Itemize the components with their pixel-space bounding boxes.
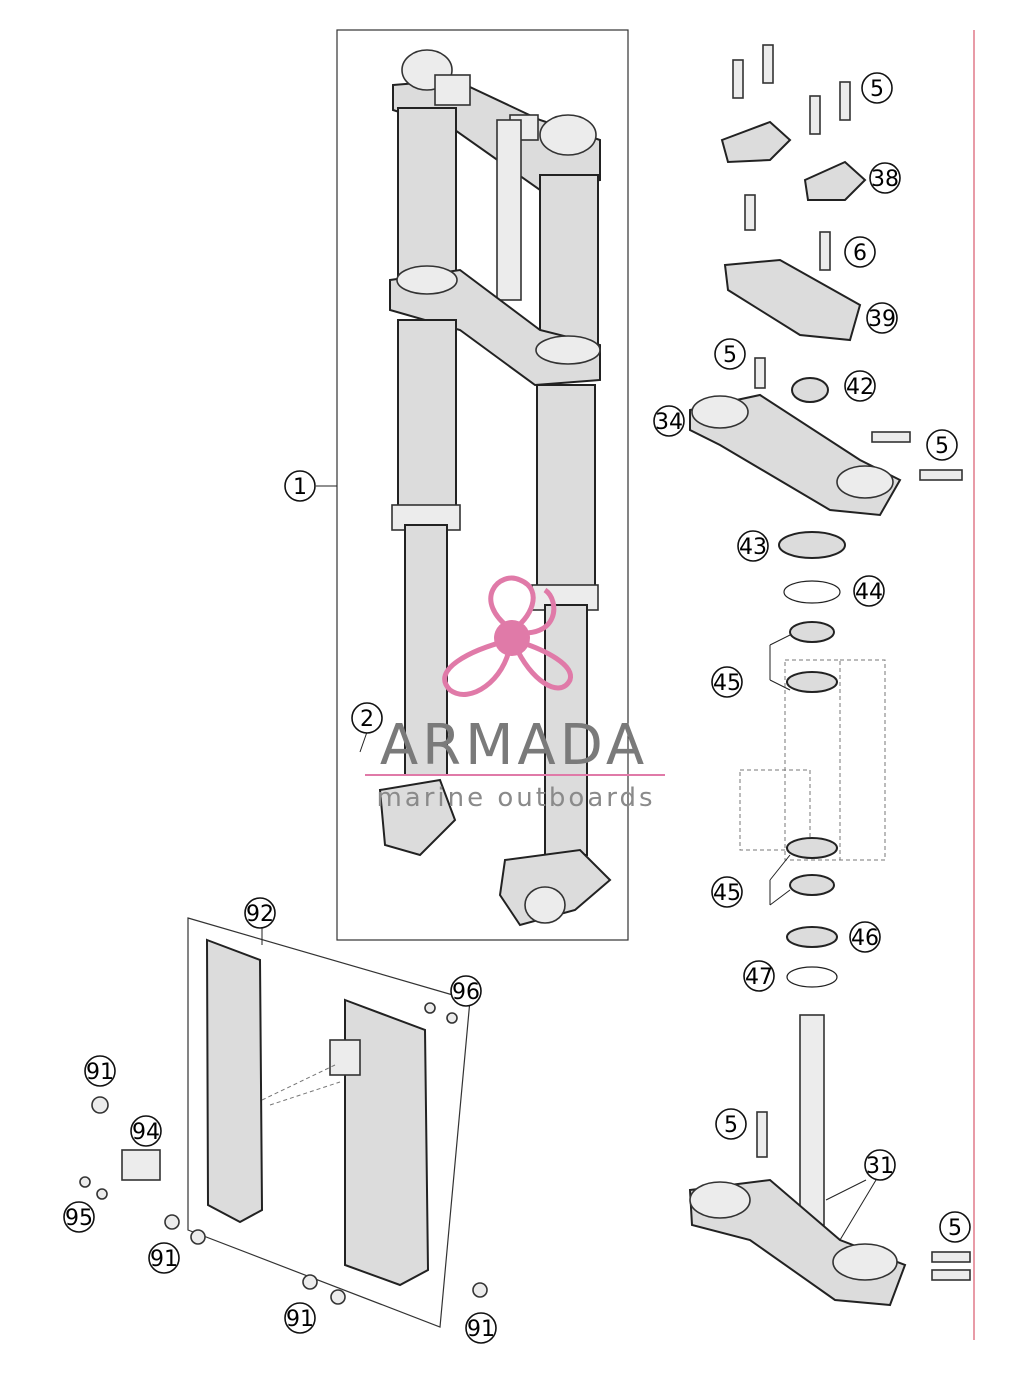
callout-5: 5 [939,1211,971,1243]
callout-number: 95 [65,1206,93,1231]
callout-circle [351,702,383,734]
callout-number: 46 [851,926,879,951]
callout-circle [715,1108,747,1140]
callout-number: 92 [246,902,274,927]
callout-circle [450,975,482,1007]
callout-95: 95 [63,1201,95,1233]
callout-number: 45 [713,881,741,906]
callout-circle [284,1302,316,1334]
callout-labels: 1 2 5 38 6 39 5 42 34 5 43 44 45 45 46 47 5 31 5 92 96 91 94 95… [63,72,971,1344]
callout-34: 34 [653,405,685,437]
callout-45: 45 [711,876,743,908]
callout-number: 91 [286,1307,314,1332]
callout-circle [737,530,769,562]
callout-5: 5 [926,429,958,461]
callout-39: 39 [866,302,898,334]
callout-circle [63,1201,95,1233]
callout-91: 91 [84,1055,116,1087]
callout-circle [849,921,881,953]
callout-number: 31 [866,1154,894,1179]
callout-38: 38 [869,162,901,194]
callout-5: 5 [861,72,893,104]
callout-47: 47 [743,960,775,992]
callout-46: 46 [849,921,881,953]
callout-number: 5 [870,77,884,102]
propeller-logo-icon [442,575,573,697]
callout-circle [861,72,893,104]
callout-number: 5 [948,1216,962,1241]
callout-number: 43 [739,535,767,560]
callout-circle [130,1115,162,1147]
callout-circle [244,897,276,929]
callout-circle [465,1312,497,1344]
callout-circle [866,302,898,334]
callout-43: 43 [737,530,769,562]
callout-circle [853,575,885,607]
callout-circle [743,960,775,992]
callout-5: 5 [715,1108,747,1140]
callout-92: 92 [244,897,276,929]
callout-96: 96 [450,975,482,1007]
callout-42: 42 [844,370,876,402]
callout-number: 39 [868,307,896,332]
handlebar-clamp-parts [688,44,971,1307]
callout-number: 5 [723,343,737,368]
callout-6: 6 [844,236,876,268]
callout-91: 91 [148,1242,180,1274]
callout-44: 44 [853,575,885,607]
callout-number: 45 [713,671,741,696]
fork-guard-assembly [79,917,488,1328]
callout-number: 2 [360,707,374,732]
callout-circle [711,876,743,908]
callout-45: 45 [711,666,743,698]
callout-1: 1 [284,470,316,502]
leader-lines [261,485,877,1241]
callout-number: 38 [871,167,899,192]
callout-number: 34 [655,410,683,435]
callout-94: 94 [130,1115,162,1147]
callout-number: 47 [745,965,773,990]
callout-number: 44 [855,580,883,605]
callout-circle [844,236,876,268]
callout-number: 5 [935,434,949,459]
callout-number: 94 [132,1120,160,1145]
callout-circle [711,666,743,698]
armada-watermark: ARMADA marine outboards [365,575,665,813]
callout-number: 5 [724,1113,738,1138]
callout-5: 5 [714,338,746,370]
callout-circle [284,470,316,502]
callout-circle [844,370,876,402]
callout-2: 2 [351,702,383,734]
callout-circle [714,338,746,370]
callout-circle [864,1149,896,1181]
callout-circle [148,1242,180,1274]
callout-number: 1 [293,475,307,500]
callout-circle [653,405,685,437]
callout-number: 91 [86,1060,114,1085]
watermark-brand: ARMADA [380,713,648,778]
callout-91: 91 [284,1302,316,1334]
callout-91: 91 [465,1312,497,1344]
callout-circle [869,162,901,194]
watermark-tagline: marine outboards [376,783,655,813]
callout-number: 96 [452,980,480,1005]
callout-31: 31 [864,1149,896,1181]
callout-number: 42 [846,375,874,400]
callout-circle [84,1055,116,1087]
callout-circle [939,1211,971,1243]
fork-assembly [336,29,629,941]
callout-number: 6 [853,241,867,266]
callout-number: 91 [150,1247,178,1272]
callout-number: 91 [467,1317,495,1342]
callout-circle [926,429,958,461]
